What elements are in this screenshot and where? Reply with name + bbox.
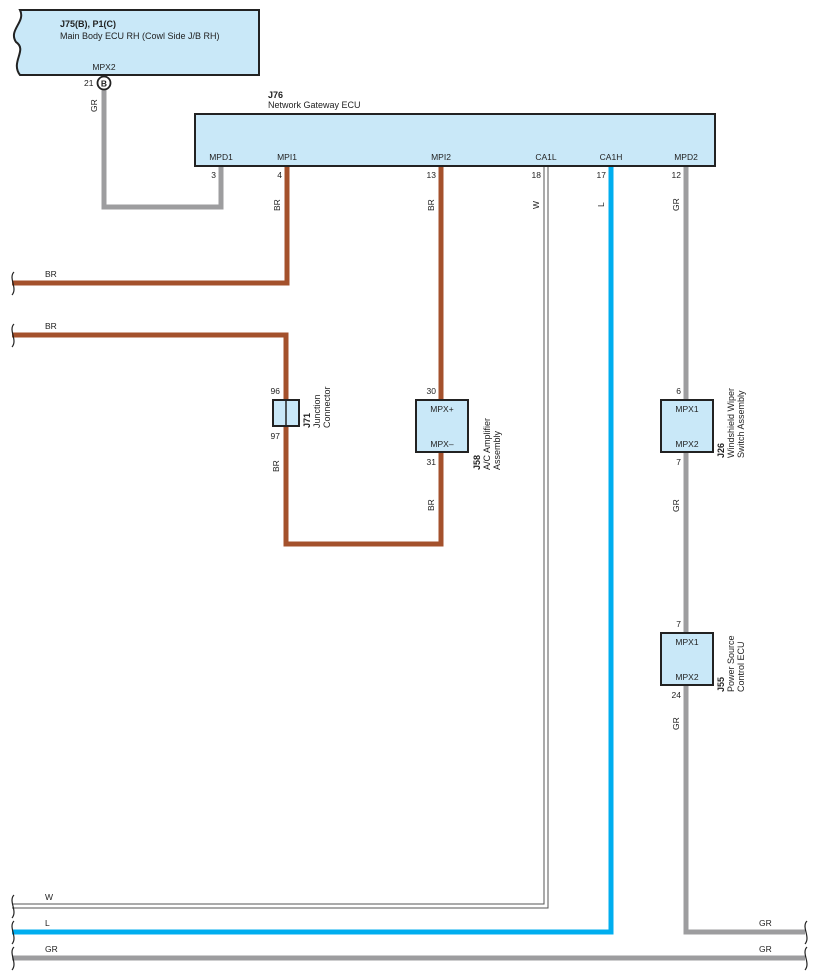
- j55-pin-bottom: 24: [672, 690, 682, 700]
- j26-id: J26: [716, 443, 726, 458]
- j75-terminal-label: MPX2: [92, 62, 115, 72]
- wire-gr-mpd1: [101, 88, 224, 210]
- j26-name-line2: Switch Assembly: [736, 390, 746, 458]
- j58-id: J58: [472, 455, 482, 470]
- j71-id: J71: [302, 413, 312, 428]
- j26-name-line1: Windshield Wiper: [726, 388, 736, 458]
- wire-label-mpd2: GR: [671, 198, 681, 211]
- j55-name-line2: Control ECU: [736, 641, 746, 692]
- j71-pin-bottom: 97: [271, 431, 281, 441]
- j26-wire-label: GR: [671, 499, 681, 512]
- j75-pin: 21: [84, 78, 94, 88]
- j76-terminal-mpd1: MPD1: [209, 152, 233, 162]
- j76-pin-mpi1: 4: [277, 170, 282, 180]
- j58-pin-top: 30: [427, 386, 437, 396]
- j26-terminal-bottom: MPX2: [675, 439, 698, 449]
- wire-label-left-br-second: BR: [45, 321, 57, 331]
- j26-pin-top: 6: [676, 386, 681, 396]
- j26-windshield-wiper-switch-box: [660, 399, 714, 453]
- wire-br-mpi1: [12, 167, 290, 286]
- j76-id: J76: [268, 90, 283, 100]
- j58-pin-bottom: 31: [427, 457, 437, 467]
- wire-br-j71-loop: [12, 332, 289, 400]
- j76-terminal-mpi1: MPI1: [277, 152, 297, 162]
- wire-w-outline: [12, 167, 549, 909]
- j75-subtitle: Main Body ECU RH (Cowl Side J/B RH): [60, 31, 220, 41]
- j55-terminal-top: MPX1: [675, 637, 698, 647]
- wire-label-mpi2: BR: [426, 199, 436, 211]
- break-marks-right: [804, 920, 808, 971]
- j26-terminal-top: MPX1: [675, 404, 698, 414]
- wire-label-ca1h: L: [596, 202, 606, 207]
- j75-wire-color: GR: [89, 99, 99, 112]
- wire-label-mpi1: BR: [272, 199, 282, 211]
- j76-network-gateway-ecu-box: [194, 113, 716, 167]
- wire-label-right-gr-bottom: GR: [759, 944, 772, 954]
- j76-terminal-ca1l: CA1L: [535, 152, 557, 162]
- j75-connector-letter: B: [101, 79, 107, 89]
- j76-pin-mpi2: 13: [427, 170, 437, 180]
- j58-name-line2: Assembly: [492, 430, 502, 470]
- j76-terminal-mpi2: MPI2: [431, 152, 451, 162]
- j55-pin-top: 7: [676, 619, 681, 629]
- wire-w-ca1l: [12, 167, 548, 908]
- wire-label-left-br-top: BR: [45, 269, 57, 279]
- wire-label-left-l: L: [45, 918, 50, 928]
- wire-label-left-w: W: [45, 892, 53, 902]
- j71-name-line2: Connector: [322, 386, 332, 428]
- j55-terminal-bottom: MPX2: [675, 672, 698, 682]
- j76-pin-ca1h: 17: [597, 170, 607, 180]
- j75-title: J75(B), P1(C): [60, 19, 116, 29]
- wire-l-ca1h: [12, 167, 614, 935]
- wire-label-ca1l: W: [531, 201, 541, 209]
- wire-gr-j55-out: [683, 686, 805, 935]
- wire-label-left-gr: GR: [45, 944, 58, 954]
- j71-pin-top: 96: [271, 386, 281, 396]
- j58-terminal-bottom: MPX–: [430, 439, 453, 449]
- j55-wire-label: GR: [671, 717, 681, 730]
- j58-name-line1: A/C Amplifier: [482, 418, 492, 470]
- j76-name: Network Gateway ECU: [268, 100, 361, 110]
- j55-id: J55: [716, 677, 726, 692]
- j58-ac-amplifier-box: [415, 399, 469, 453]
- j75-connector-circle: [96, 75, 112, 91]
- break-marks-left: [11, 271, 15, 971]
- wire-label-right-gr-top: GR: [759, 918, 772, 928]
- j76-terminal-mpd2: MPD2: [674, 152, 698, 162]
- j76-pin-mpd1: 3: [211, 170, 216, 180]
- j76-terminal-ca1h: CA1H: [600, 152, 623, 162]
- j76-pin-ca1l: 18: [532, 170, 542, 180]
- j55-name-line1: Power Source: [726, 635, 736, 692]
- j55-power-source-control-ecu-box: [660, 632, 714, 686]
- wire-br-j71-to-j58: [283, 427, 444, 547]
- j58-terminal-top: MPX+: [430, 404, 453, 414]
- j71-wire-label: BR: [271, 460, 281, 472]
- j76-pin-mpd2: 12: [672, 170, 682, 180]
- j75-main-body-ecu-box: [13, 9, 260, 76]
- j71-name-line1: Junction: [312, 394, 322, 428]
- j58-wire-label: BR: [426, 499, 436, 511]
- j26-pin-bottom: 7: [676, 457, 681, 467]
